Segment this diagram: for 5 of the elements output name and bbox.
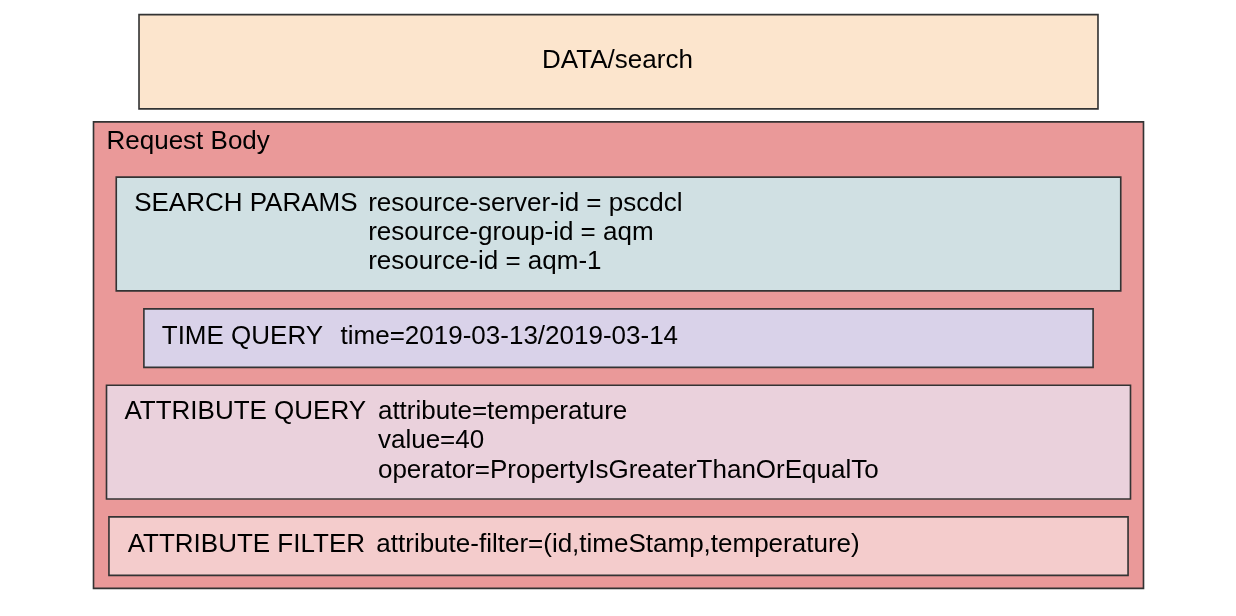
node-box: TIME QUERY time=2019-03-13/2019-03-14 (142, 308, 1094, 369)
node-box: DATA/search (137, 13, 1099, 110)
node-box: ATTRIBUTE FILTER attribute-filter=(id,timeStamp,temperature) (107, 516, 1129, 577)
node-box: SEARCH PARAMS resource-server-id = pscdcl resource-group-id = aqm resource-id = aqm-1 (114, 176, 1122, 292)
node-box: ATTRIBUTE QUERY attribute=temperature value=40 operator=PropertyIsGreaterThanOrEqualTo (105, 384, 1131, 500)
